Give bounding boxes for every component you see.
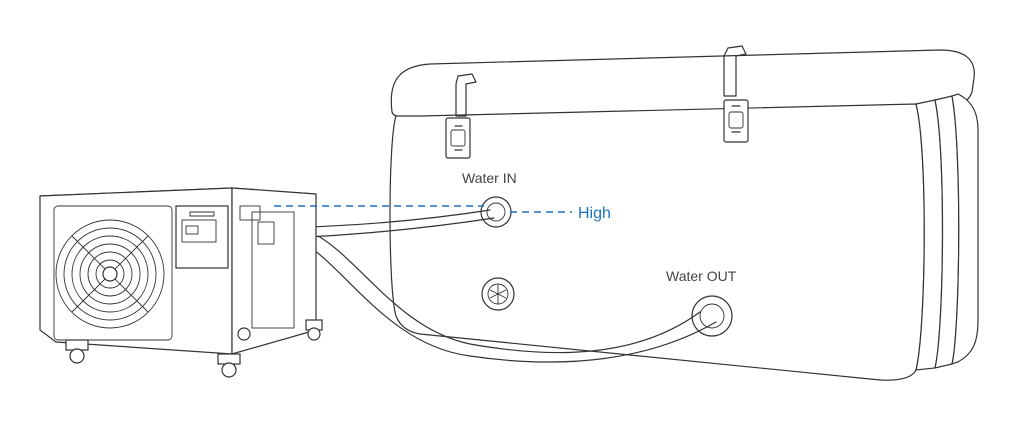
level-line bbox=[274, 205, 572, 213]
water-in-label: Water IN bbox=[462, 170, 517, 186]
hose-out-icon bbox=[305, 235, 717, 363]
inflatable-tub-icon bbox=[389, 45, 979, 381]
high-level-label: High bbox=[578, 205, 611, 222]
water-out-label: Water OUT bbox=[666, 268, 737, 284]
wheel-icon bbox=[65, 319, 323, 378]
fan-grille-icon bbox=[55, 219, 165, 329]
water-chiller-icon bbox=[39, 187, 323, 378]
